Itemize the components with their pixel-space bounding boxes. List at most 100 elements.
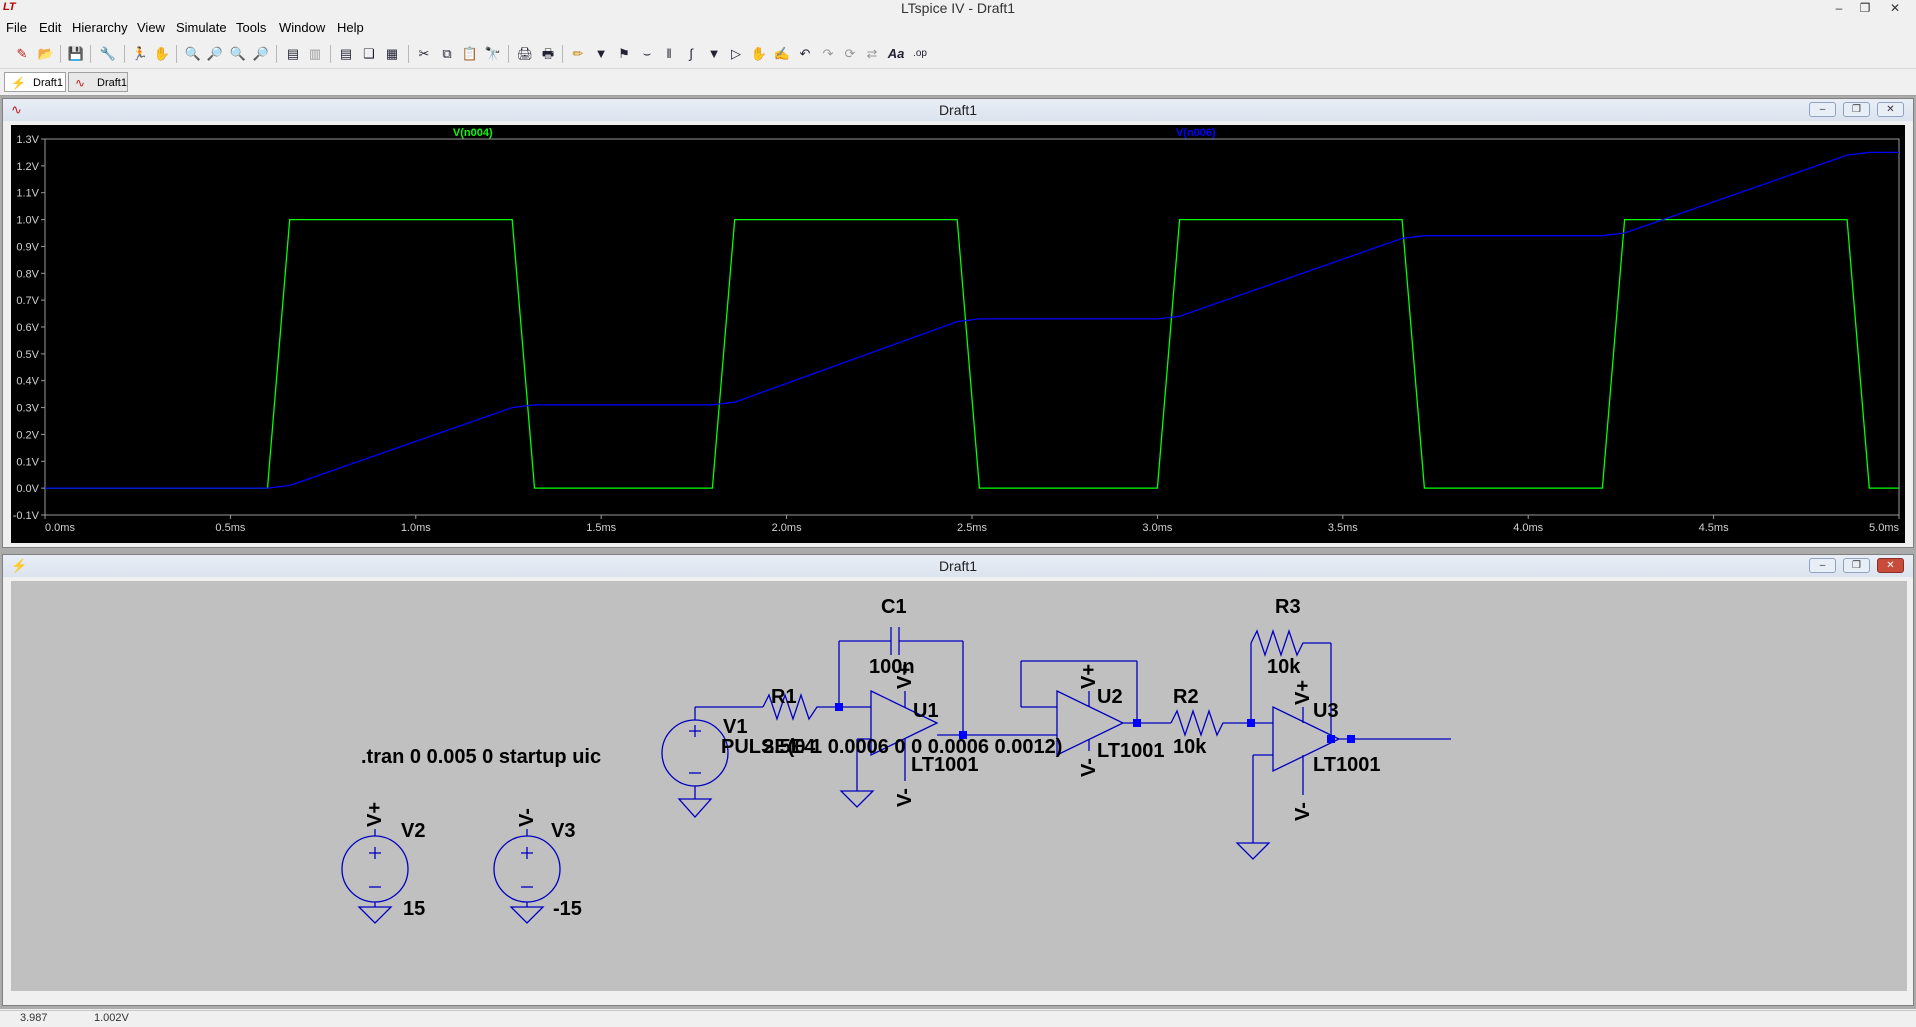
- y-tick-label: 0.2V: [16, 429, 39, 441]
- cut-icon[interactable]: ✂: [418, 46, 430, 61]
- rotate-icon[interactable]: ⟳: [844, 46, 856, 61]
- waveform-icon: ∿: [11, 102, 22, 117]
- v2-source-symbol[interactable]: [341, 835, 409, 903]
- drag-icon[interactable]: ✍: [773, 46, 791, 61]
- y-tick-label: 1.2V: [16, 161, 39, 173]
- zoom-out-icon[interactable]: 🔍: [229, 46, 247, 61]
- ltspice-logo-icon: LT: [3, 1, 16, 13]
- diode-icon[interactable]: ▼: [707, 46, 721, 61]
- new-schematic-icon[interactable]: ✎: [16, 46, 28, 61]
- ground-icon[interactable]: ▼: [594, 46, 608, 61]
- schematic-canvas[interactable]: C1 100n R1 2.5E4 V1 PULSE(0 1 0.0006 0 0…: [11, 581, 1907, 991]
- halt-icon[interactable]: ✋: [153, 46, 171, 61]
- menu-simulate[interactable]: Simulate: [176, 20, 227, 35]
- run-icon[interactable]: 🏃: [131, 46, 149, 61]
- zoom-pan-icon[interactable]: 🔎: [206, 46, 224, 61]
- menu-hierarchy[interactable]: Hierarchy: [72, 20, 128, 35]
- minimize-button[interactable]: –: [1809, 558, 1836, 573]
- save-icon[interactable]: 💾: [67, 46, 85, 61]
- text-icon[interactable]: Aa: [887, 46, 905, 61]
- schematic-window-caption[interactable]: ⚡ Draft1 – ❐ ✕: [3, 555, 1913, 577]
- find-icon[interactable]: 🔭: [484, 46, 502, 61]
- restore-button[interactable]: ❐: [1843, 558, 1870, 573]
- control-panel-icon[interactable]: 🔧: [99, 46, 117, 61]
- u3-ref: U3: [1313, 700, 1339, 722]
- close-button[interactable]: ✕: [1889, 1, 1901, 15]
- u2-vminus-label: V-: [1078, 758, 1100, 777]
- move-icon[interactable]: ✋: [750, 46, 768, 61]
- autorange-x-icon[interactable]: ▥: [308, 46, 322, 61]
- v3-source-symbol[interactable]: [493, 835, 561, 903]
- r3-value: 10k: [1267, 656, 1301, 678]
- y-tick-label: 1.3V: [16, 134, 39, 146]
- menu-tools[interactable]: Tools: [236, 20, 267, 35]
- x-tick-label: 1.0ms: [401, 522, 431, 534]
- spice-directive-icon[interactable]: .op: [913, 48, 927, 59]
- copy-icon[interactable]: ⧉: [442, 46, 452, 61]
- resistor-icon[interactable]: ⌣: [642, 46, 652, 61]
- tab-label: Draft1: [33, 77, 63, 89]
- status-cursor-y: 1.002V: [94, 1012, 129, 1024]
- window-title: LTspice IV - Draft1: [900, 0, 1016, 16]
- ground-symbol: [357, 906, 393, 924]
- toolbar: ✎ 📂 💾 🔧 🏃 ✋ 🔍 🔎 🔍 🔎 ▤ ▥ ▤ ❏ ▦ ✂ ⧉ 📋 🔭 🖨 …: [0, 40, 1916, 69]
- open-icon[interactable]: 📂: [37, 46, 55, 61]
- restore-button[interactable]: ❐: [1843, 102, 1870, 117]
- tab-waveform[interactable]: ∿ Draft1: [68, 72, 128, 92]
- close-button[interactable]: ✕: [1877, 558, 1904, 573]
- redo-icon[interactable]: ↷: [822, 46, 834, 61]
- restore-button[interactable]: ❐: [1859, 1, 1871, 15]
- waveform-chart[interactable]: -0.1V0.0V0.1V0.2V0.3V0.4V0.5V0.6V0.7V0.8…: [11, 125, 1905, 543]
- cascade-icon[interactable]: ❏: [363, 46, 375, 61]
- v2-net-label: V+: [364, 802, 386, 827]
- x-tick-label: 0.0ms: [45, 522, 75, 534]
- v2-ref: V2: [401, 820, 425, 842]
- y-tick-label: 0.3V: [16, 403, 39, 415]
- minimize-button[interactable]: –: [1809, 102, 1836, 117]
- v3-net-label: V-: [516, 808, 538, 827]
- ground-symbol: [1235, 842, 1271, 860]
- schematic-icon: ⚡: [11, 558, 28, 573]
- tile-vertical-icon[interactable]: ▦: [385, 46, 399, 61]
- ground-symbol: [677, 798, 713, 818]
- y-tick-label: 0.6V: [16, 322, 39, 334]
- schematic-window: ⚡ Draft1 – ❐ ✕: [2, 554, 1914, 1006]
- y-tick-label: -0.1V: [13, 510, 40, 522]
- mirror-icon[interactable]: ⇄: [866, 46, 878, 61]
- r2-ref: R2: [1173, 686, 1199, 708]
- zoom-in-icon[interactable]: 🔍: [184, 46, 202, 61]
- print-preview-icon[interactable]: 🖨: [516, 46, 534, 61]
- waveform-window-caption[interactable]: ∿ Draft1 – ❐ ✕: [3, 99, 1913, 121]
- inductor-icon[interactable]: ∫: [689, 46, 693, 61]
- close-button[interactable]: ✕: [1877, 102, 1904, 117]
- tile-horizontal-icon[interactable]: ▤: [339, 46, 353, 61]
- menu-window[interactable]: Window: [279, 20, 326, 35]
- zoom-fit-icon[interactable]: 🔎: [252, 46, 270, 61]
- menu-edit[interactable]: Edit: [39, 20, 62, 35]
- x-tick-label: 3.5ms: [1328, 522, 1358, 534]
- menu-view[interactable]: View: [137, 20, 165, 35]
- series-line-V(n004): [45, 218, 1899, 489]
- label-net-icon[interactable]: ⚑: [618, 46, 630, 61]
- schematic-drawing[interactable]: C1 100n R1 2.5E4 V1 PULSE(0 1 0.0006 0 0…: [11, 581, 1907, 991]
- component-icon[interactable]: ▷: [731, 46, 741, 61]
- y-tick-label: 0.5V: [16, 349, 39, 361]
- undo-icon[interactable]: ↶: [799, 46, 811, 61]
- menu-file[interactable]: File: [6, 20, 27, 35]
- x-tick-label: 3.0ms: [1142, 522, 1172, 534]
- draw-wire-icon[interactable]: ✏: [572, 46, 584, 61]
- ground-symbol: [509, 906, 545, 924]
- u3-vminus-label: V-: [1292, 802, 1314, 821]
- r1-value: 2.5E4: [763, 736, 816, 758]
- minimize-button[interactable]: –: [1835, 1, 1843, 15]
- paste-icon[interactable]: 📋: [461, 46, 479, 61]
- print-icon[interactable]: 🖶: [541, 46, 555, 61]
- ground-symbol: [839, 790, 875, 808]
- x-tick-label: 2.0ms: [772, 522, 802, 534]
- capacitor-icon[interactable]: ‖: [666, 46, 672, 61]
- menu-bar: File Edit Hierarchy View Simulate Tools …: [0, 18, 1916, 38]
- menu-help[interactable]: Help: [337, 20, 364, 35]
- autorange-icon[interactable]: ▤: [286, 46, 300, 61]
- tab-schematic[interactable]: ⚡ Draft1: [4, 72, 66, 92]
